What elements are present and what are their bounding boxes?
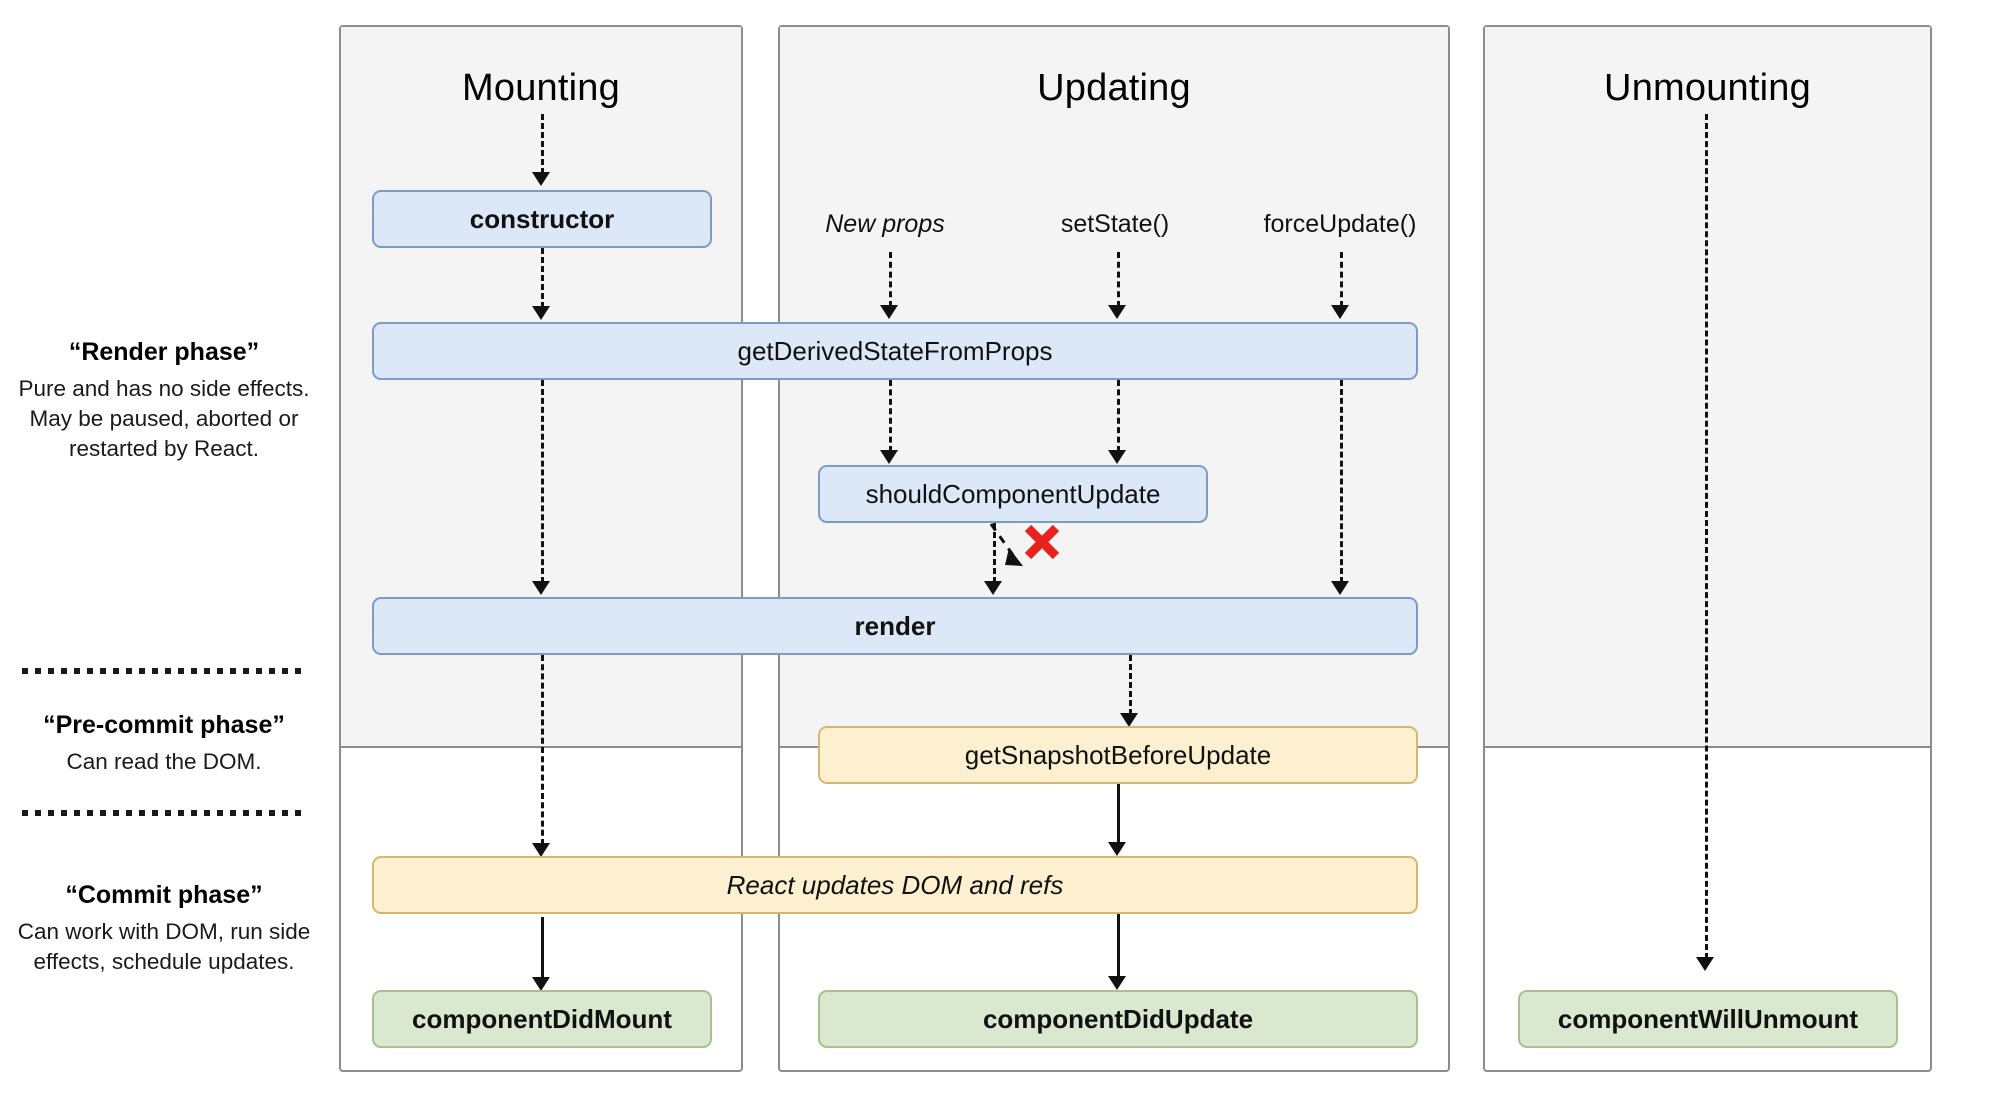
flow-line-title-to-constructor [541,114,544,174]
box-get-derived-state-from-props[interactable]: getDerivedStateFromProps [372,322,1418,380]
box-react-updates-dom-and-refs[interactable]: React updates DOM and refs [372,856,1418,914]
flow-line-unmounting-title-to-will-unmount [1705,114,1708,959]
flow-arrow-force-update-bypass-to-render [1331,581,1349,595]
phase-divider-bottom [22,810,306,816]
flow-line-force-update-bypass-to-render [1340,380,1343,583]
trigger-force-update: forceUpdate() [1263,210,1417,238]
flow-line-gdsfp-to-scu-left [889,380,892,452]
flow-arrow-get-snapshot-to-dom [1108,842,1126,856]
flow-line-constructor-to-gdsfp [541,248,544,308]
phase-legend-render-description: Pure and has no side effects. May be pau… [18,376,310,461]
flow-line-render-to-dom-mounting [541,655,544,845]
box-component-did-mount[interactable]: componentDidMount [372,990,712,1048]
phase-legend-render-heading: “Render phase” [68,338,260,366]
phase-legend-commit: “Commit phase” Can work with DOM, run si… [14,880,314,977]
flow-line-dom-to-did-mount [541,917,544,979]
phase-legend-pre-commit-description: Can read the DOM. [66,749,262,775]
phase-legend-commit-description: Can work with DOM, run side effects, sch… [17,919,311,974]
box-should-component-update[interactable]: shouldComponentUpdate [818,465,1208,523]
column-title-mounting: Mounting [462,67,620,109]
flow-arrow-set-state-to-gdsfp [1108,305,1126,319]
column-title-updating: Updating [1037,67,1191,109]
box-render[interactable]: render [372,597,1418,655]
phase-legend-render: “Render phase” Pure and has no side effe… [14,337,314,463]
flow-line-force-update-to-gdsfp [1340,252,1343,307]
flow-line-dom-to-did-update [1117,914,1120,978]
flow-line-set-state-to-gdsfp [1117,252,1120,307]
flow-line-render-to-get-snapshot [1129,655,1132,715]
phase-divider-top [22,668,306,674]
flow-arrow-render-to-dom-mounting [532,843,550,857]
flow-arrow-gdsfp-to-render-mounting [532,581,550,595]
column-title-unmounting: Unmounting [1604,67,1811,109]
flow-arrow-dom-to-did-mount [532,977,550,991]
flow-arrow-scu-to-render [984,581,1002,595]
box-constructor[interactable]: constructor [372,190,712,248]
flow-line-get-snapshot-to-dom [1117,784,1120,844]
box-get-snapshot-before-update[interactable]: getSnapshotBeforeUpdate [818,726,1418,784]
flow-arrow-dom-to-did-update [1108,976,1126,990]
trigger-set-state: setState() [1060,210,1170,238]
phase-legend-pre-commit: “Pre-commit phase” Can read the DOM. [14,710,314,777]
flow-line-gdsfp-to-scu-right [1117,380,1120,452]
flow-arrow-unmounting-to-will-unmount [1696,957,1714,971]
skip-update-cross-icon [1024,524,1060,560]
flow-arrow-gdsfp-to-scu-right [1108,450,1126,464]
flow-line-gdsfp-to-render-mounting [541,380,544,583]
phase-legend-commit-heading: “Commit phase” [65,881,263,909]
flow-arrow-title-to-constructor [532,172,550,186]
panel-updating: Updating [778,25,1450,1072]
flow-line-new-props-to-gdsfp [889,252,892,307]
phase-legend-pre-commit-heading: “Pre-commit phase” [43,711,285,739]
box-component-did-update[interactable]: componentDidUpdate [818,990,1418,1048]
flow-line-scu-skip-update [989,523,1023,566]
flow-arrow-render-to-get-snapshot [1120,713,1138,727]
flow-arrow-gdsfp-to-scu-left [880,450,898,464]
box-component-will-unmount[interactable]: componentWillUnmount [1518,990,1898,1048]
flow-arrow-new-props-to-gdsfp [880,305,898,319]
flow-arrow-force-update-to-gdsfp [1331,305,1349,319]
trigger-new-props: New props [825,210,945,238]
flow-arrow-constructor-to-gdsfp [532,306,550,320]
flow-line-scu-to-render [993,523,996,583]
